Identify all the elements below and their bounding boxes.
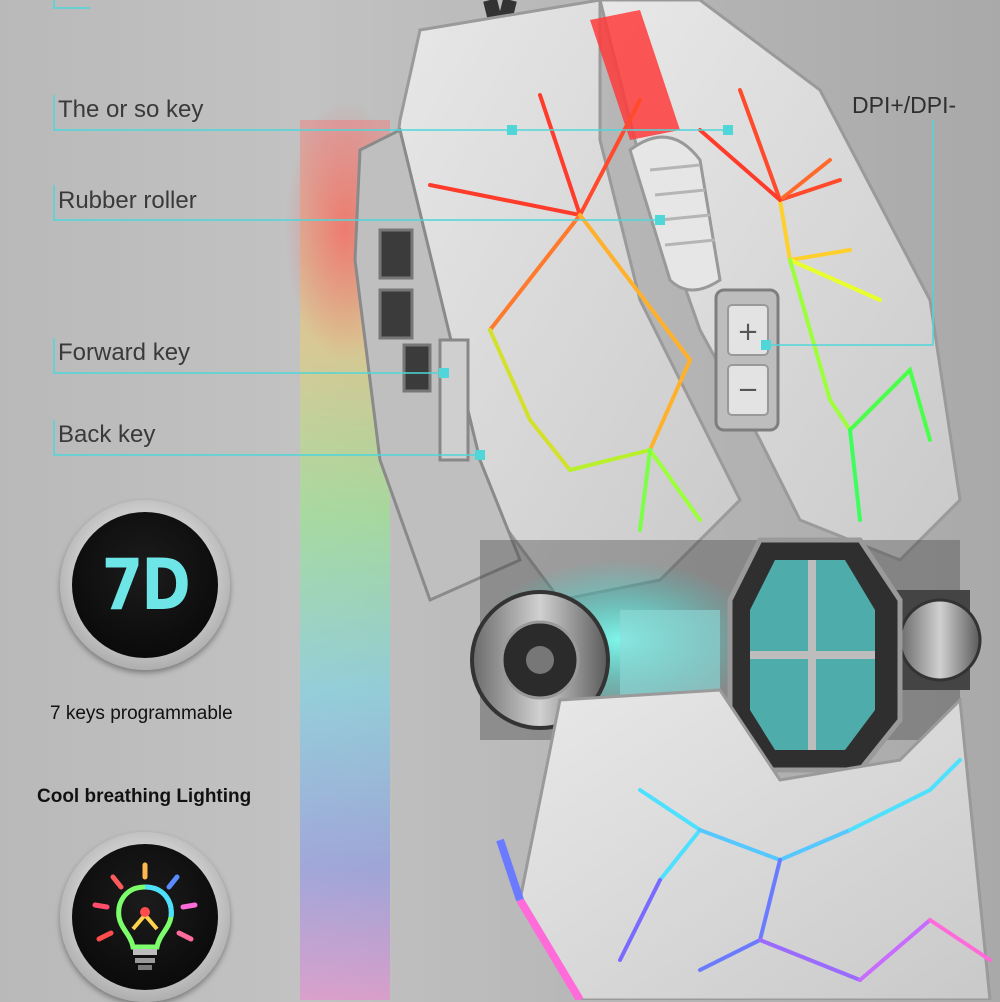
rgb-lightbulb-icon [92,862,198,970]
dpi-plus-glyph: + [737,317,759,347]
badge-7d: 7D [60,500,230,670]
badge-lighting [60,832,230,1002]
callout-forward-key: Forward key [58,339,191,366]
dpi-minus-glyph: − [737,375,759,405]
callout-rubber-roller: Rubber roller [58,187,197,214]
caption-lighting: Cool breathing Lighting [37,786,252,807]
callout-dpi: DPI+/DPI- [852,92,957,118]
badge-7d-text: 7D [101,544,190,626]
caption-programmable: 7 keys programmable [50,703,233,724]
callout-back-key: Back key [58,421,156,448]
callout-scroll-key: The or so key [58,96,204,123]
